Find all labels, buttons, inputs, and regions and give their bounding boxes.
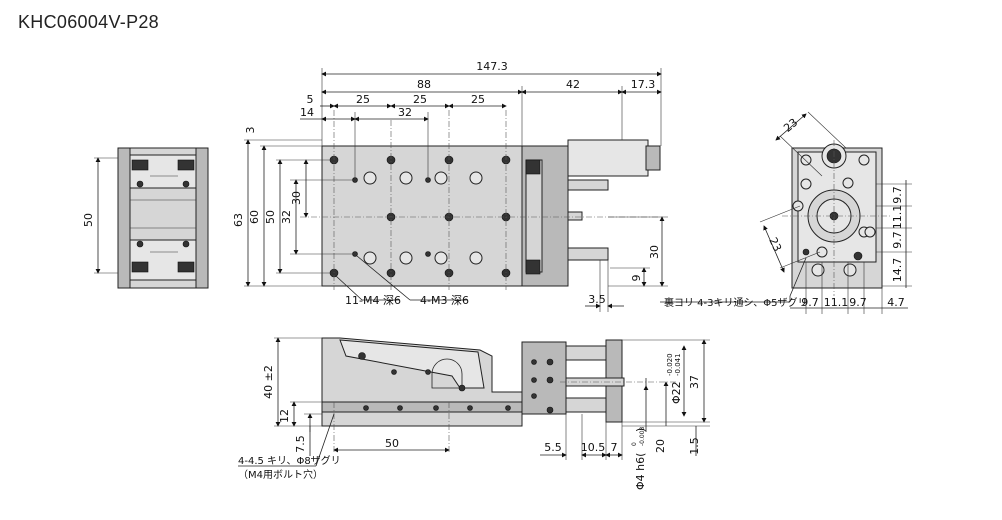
dim-r-9-7-d: 9.7 — [891, 231, 904, 249]
dim-60: 60 — [248, 210, 261, 224]
dim-88: 88 — [417, 78, 431, 91]
dim-32-h: 32 — [398, 106, 412, 119]
dim-42: 42 — [566, 78, 580, 91]
dim-phi4-tol-lower: -0.008 — [639, 426, 646, 446]
dim-10-5: 10.5 — [581, 441, 606, 454]
dim-23-left: 23 — [766, 235, 784, 253]
dim-front-50: 50 — [385, 437, 399, 450]
callout-11-m4: 11-M4 深6 — [345, 294, 401, 307]
top-view: 147.3 88 42 17.3 5 25 25 25 14 32 63 3 6… — [232, 60, 668, 312]
dim-r-14-7: 14.7 — [891, 258, 904, 283]
dim-7: 7 — [611, 441, 618, 454]
dim-3: 3 — [244, 127, 257, 134]
dim-r-9-7-c: 9.7 — [891, 186, 904, 204]
dim-phi4-close: ) — [634, 428, 647, 432]
dim-63: 63 — [232, 213, 245, 227]
dim-25-c: 25 — [471, 93, 485, 106]
dim-5: 5 — [307, 93, 314, 106]
top-view-holes — [329, 155, 511, 278]
callout-4-m3: 4-M3 深6 — [420, 294, 469, 307]
front-view-holes — [358, 352, 554, 414]
dim-14: 14 — [300, 106, 314, 119]
dim-30-left: 30 — [290, 191, 303, 205]
dim-phi22: Φ22 — [670, 381, 683, 404]
dim-phi22-tol-upper: -0.020 — [666, 353, 674, 376]
dim-r-11-1-b: 11.1 — [891, 205, 904, 230]
dim-7-5: 7.5 — [294, 435, 307, 453]
dim-3-5: 3.5 — [588, 293, 606, 306]
dim-left-50: 50 — [82, 213, 95, 227]
dim-20: 20 — [654, 439, 667, 453]
dim-5-5: 5.5 — [544, 441, 562, 454]
dim-32-v: 32 — [280, 210, 293, 224]
dim-12: 12 — [278, 409, 291, 423]
dim-r-11-1-a: 11.1 — [824, 296, 849, 309]
callout-back-holes: 裏ヨリ 4-3キリ通シ、Φ5ザグリ — [664, 296, 808, 309]
dim-1-5: 1.5 — [688, 437, 701, 455]
dim-r-9-7-b: 9.7 — [849, 296, 867, 309]
dim-37: 37 — [688, 375, 701, 389]
callout-mount-holes: 4-4.5 キリ、Φ8ザグリ — [238, 454, 341, 467]
callout-mount-holes-note: （M4用ボルト穴） — [238, 468, 323, 481]
dim-23-top: 23 — [781, 116, 800, 135]
front-view: 40 ±2 12 7.5 50 5.5 10.5 7 37 20 1.5 — [238, 337, 710, 490]
dim-50-v: 50 — [264, 210, 277, 224]
dim-9: 9 — [630, 275, 643, 282]
left-side-view: 50 — [82, 147, 209, 289]
dim-phi22-tol-lower: -0.041 — [674, 353, 682, 376]
drawing-title: KHC06004V-P28 — [18, 12, 159, 32]
dim-r-4-7: 4.7 — [887, 296, 905, 309]
dim-30-right: 30 — [648, 245, 661, 259]
dim-phi4-tol-upper: 0 — [631, 442, 638, 446]
dim-17-3: 17.3 — [631, 78, 656, 91]
dim-25-b: 25 — [413, 93, 427, 106]
dim-r-9-7-a: 9.7 — [801, 296, 819, 309]
right-side-view: 23 23 9.7 11.1 9.7 4.7 9.7 11.1 9.7 14.7… — [660, 111, 912, 314]
dim-phi4-h6: Φ4 h6( — [634, 453, 647, 490]
dim-147-3: 147.3 — [476, 60, 508, 73]
dim-25-a: 25 — [356, 93, 370, 106]
dim-40-pm2: 40 ±2 — [262, 365, 275, 399]
